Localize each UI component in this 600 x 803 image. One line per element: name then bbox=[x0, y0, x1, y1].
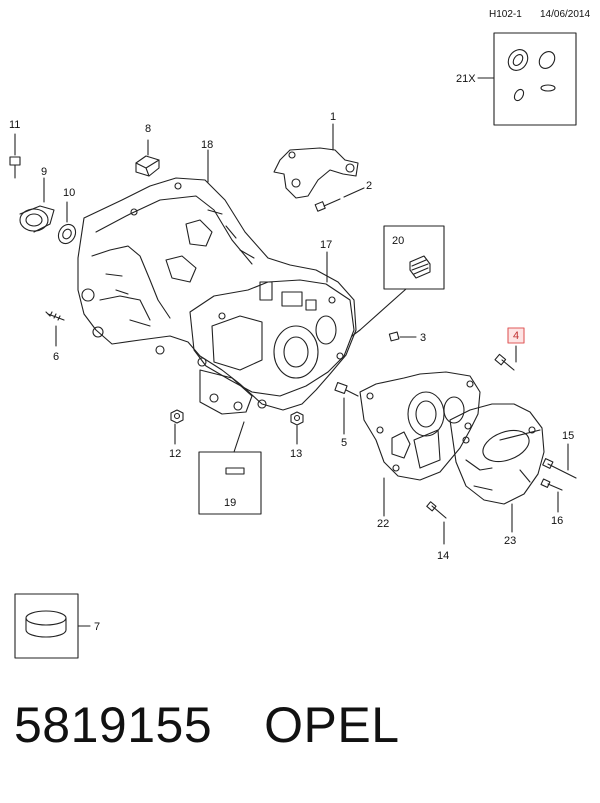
bolt-part-15 bbox=[542, 443, 577, 479]
plug-part-3 bbox=[388, 331, 417, 342]
callout-1: 1 bbox=[330, 111, 336, 123]
callout-21x: 21X bbox=[456, 73, 476, 85]
rear-cover bbox=[449, 403, 545, 533]
brand-name: OPEL bbox=[264, 697, 400, 753]
seal-ring bbox=[57, 201, 77, 245]
callout-22: 22 bbox=[377, 518, 389, 530]
callout-14: 14 bbox=[437, 550, 449, 562]
callout-16: 16 bbox=[551, 515, 563, 527]
cover-disc-part-7 bbox=[25, 610, 67, 638]
callout-20: 20 bbox=[392, 235, 404, 247]
callout-5: 5 bbox=[341, 437, 347, 449]
callout-11: 11 bbox=[9, 119, 20, 131]
callout-17: 17 bbox=[320, 239, 332, 251]
flange-bearing bbox=[19, 177, 55, 233]
callout-10: 10 bbox=[63, 187, 75, 199]
callout-18: 18 bbox=[201, 139, 213, 151]
bolt-part-2 bbox=[314, 187, 365, 212]
part-number: 5819155 bbox=[14, 697, 213, 753]
bolt-part-14 bbox=[426, 501, 447, 545]
seal-kit-inset bbox=[477, 32, 577, 126]
kit-bearing-ring bbox=[507, 49, 529, 71]
callout-23: 23 bbox=[504, 535, 516, 547]
nut-part-13 bbox=[290, 411, 304, 445]
callout-3: 3 bbox=[420, 332, 426, 344]
bolt-part-4 bbox=[494, 345, 517, 371]
callout-12: 12 bbox=[169, 448, 181, 460]
callout-9: 9 bbox=[41, 166, 47, 178]
kit-o-ring bbox=[540, 84, 556, 92]
callout-7: 7 bbox=[94, 621, 100, 633]
callout-13: 13 bbox=[290, 448, 302, 460]
gear-case bbox=[189, 251, 355, 415]
callout-8: 8 bbox=[145, 123, 151, 135]
pad-inset bbox=[198, 421, 262, 515]
callout-4: 4 bbox=[513, 330, 519, 342]
nut-part-12 bbox=[170, 409, 184, 445]
callout-labels: 1 2 3 4 5 6 7 8 9 10 11 12 13 14 15 16 1… bbox=[9, 73, 574, 633]
bolt-part-11 bbox=[9, 133, 21, 179]
bolt-part-16 bbox=[540, 478, 563, 513]
kit-small-ring bbox=[513, 88, 525, 102]
callout-2: 2 bbox=[366, 180, 372, 192]
transmission-housing bbox=[77, 149, 357, 411]
part-footer: 5819155 OPEL bbox=[14, 700, 400, 750]
rubber-block bbox=[135, 139, 160, 177]
pad-part-19 bbox=[225, 467, 245, 475]
diagram-date: 14/06/2014 bbox=[540, 9, 591, 20]
page-code: H102-1 bbox=[489, 9, 522, 20]
mount-bracket bbox=[273, 123, 359, 199]
cover-disc-inset bbox=[14, 593, 91, 659]
sensor-part-5 bbox=[334, 381, 359, 435]
callout-15: 15 bbox=[562, 430, 574, 442]
highlight-box bbox=[507, 327, 525, 344]
stud-part-6 bbox=[45, 311, 65, 347]
kit-seal-ring bbox=[538, 51, 556, 69]
callout-6: 6 bbox=[53, 351, 59, 363]
intermediate-plate bbox=[359, 371, 481, 517]
callout-19: 19 bbox=[224, 497, 236, 509]
breather-plug bbox=[409, 255, 431, 279]
breather-inset bbox=[351, 225, 445, 337]
